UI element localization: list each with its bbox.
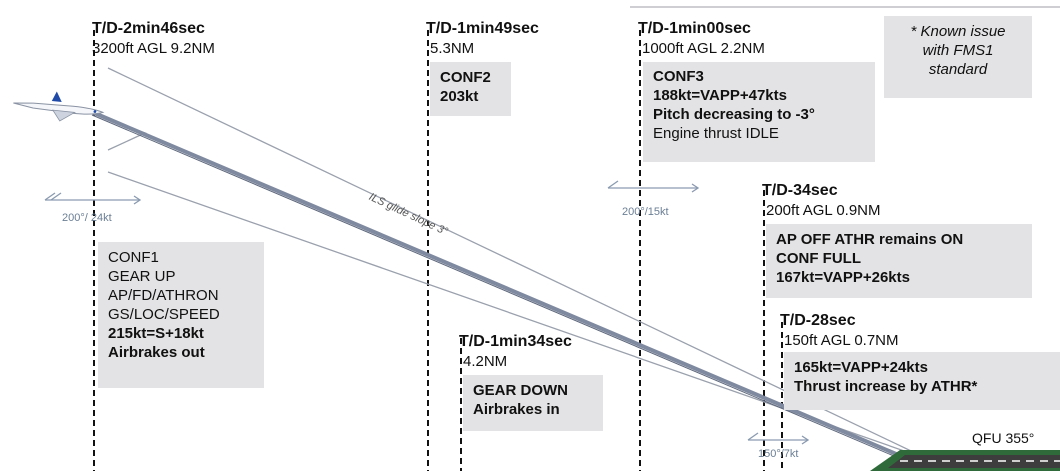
conf1-box: CONF1 GEAR UP AP/FD/ATHRON GS/LOC/SPEED … — [98, 242, 264, 388]
conf3-line-4: Engine thrust IDLE — [653, 124, 865, 143]
wind-arrow-1 — [45, 193, 140, 204]
note-line-2: with FMS1 — [892, 41, 1024, 60]
aircraft-icon — [12, 87, 105, 125]
marker-time-m3: T/D-1min00sec — [638, 20, 751, 38]
marker-time-m5: T/D-34sec — [762, 182, 838, 200]
conf2-line-2: 203kt — [440, 87, 501, 106]
gear-down-box: GEAR DOWN Airbrakes in — [463, 375, 603, 431]
marker-info-m4: 4.2NM — [463, 353, 507, 370]
marker-info-m3: 1000ft AGL 2.2NM — [642, 40, 765, 57]
marker-info-m1: 3200ft AGL 9.2NM — [92, 40, 215, 57]
runway-label: QFU 355° — [972, 430, 1034, 446]
thrust-line-2: Thrust increase by ATHR* — [794, 377, 1050, 396]
marker-info-m6: 150ft AGL 0.7NM — [784, 332, 899, 349]
wind-arrow-2 — [608, 181, 698, 192]
wind-label-3: 150°/7kt — [758, 448, 798, 460]
conf3-line-2: 188kt=VAPP+47kts — [653, 86, 865, 105]
marker-info-m5: 200ft AGL 0.9NM — [766, 202, 881, 219]
gear-line-1: GEAR DOWN — [473, 381, 593, 400]
marker-time-m4: T/D-1min34sec — [459, 333, 572, 351]
wind-label-2: 200°/15kt — [622, 206, 669, 218]
thrust-line-1: 165kt=VAPP+24kts — [794, 358, 1050, 377]
wind-arrow-3 — [748, 433, 808, 444]
apoff-line-1: AP OFF ATHR remains ON — [776, 230, 1022, 249]
marker-time-m2: T/D-1min49sec — [426, 20, 539, 38]
conf2-box: CONF2 203kt — [430, 62, 511, 116]
runway — [870, 450, 1060, 471]
thrust-box: 165kt=VAPP+24kts Thrust increase by ATHR… — [784, 352, 1060, 410]
wind-label-1: 200°/ 24kt — [62, 212, 112, 224]
conf3-line-1: CONF3 — [653, 67, 865, 86]
conf1-line-4: GS/LOC/SPEED — [108, 305, 254, 324]
conf1-line-3: AP/FD/ATHRON — [108, 286, 254, 305]
conf1-line-1: CONF1 — [108, 248, 254, 267]
conf3-line-3: Pitch decreasing to -3° — [653, 105, 865, 124]
conf1-line-2: GEAR UP — [108, 267, 254, 286]
marker-time-m6: T/D-28sec — [780, 312, 856, 330]
gear-line-2: Airbrakes in — [473, 400, 593, 419]
note-line-1: * Known issue — [892, 22, 1024, 41]
conf2-line-1: CONF2 — [440, 68, 501, 87]
known-issue-note: * Known issue with FMS1 standard — [884, 16, 1032, 98]
conf1-line-6: Airbrakes out — [108, 343, 254, 362]
conf3-box: CONF3 188kt=VAPP+47kts Pitch decreasing … — [643, 62, 875, 162]
ap-off-box: AP OFF ATHR remains ON CONF FULL 167kt=V… — [766, 224, 1032, 298]
apoff-line-3: 167kt=VAPP+26kts — [776, 268, 1022, 287]
conf1-line-5: 215kt=S+18kt — [108, 324, 254, 343]
note-line-3: standard — [892, 60, 1024, 79]
apoff-line-2: CONF FULL — [776, 249, 1022, 268]
marker-time-m1: T/D-2min46sec — [92, 20, 205, 38]
marker-info-m2: 5.3NM — [430, 40, 474, 57]
